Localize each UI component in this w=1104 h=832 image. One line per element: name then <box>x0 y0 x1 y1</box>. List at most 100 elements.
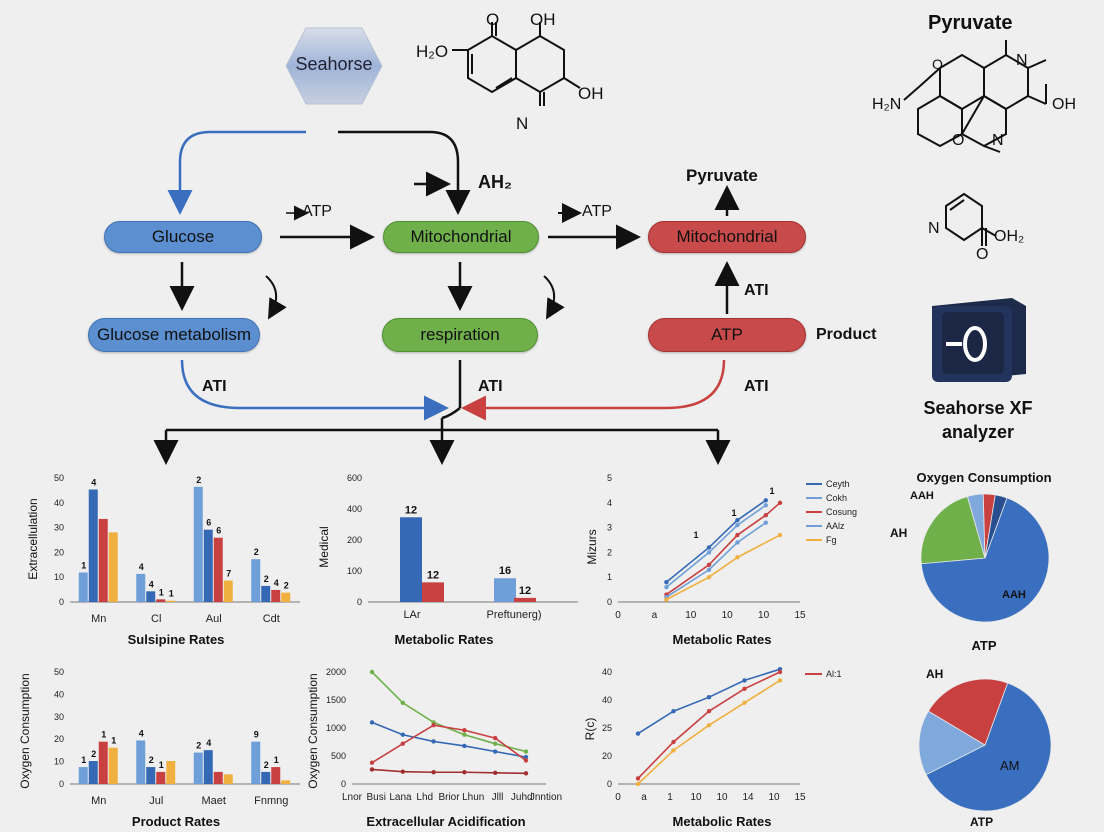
c3-point <box>706 567 712 572</box>
c3-point <box>777 532 783 538</box>
c5-xtick: Busi <box>367 792 386 803</box>
c6-ytick: 25 <box>602 723 612 733</box>
c1-bar <box>136 573 146 602</box>
c4-bar-label: 2 <box>196 741 201 751</box>
c5-point <box>523 749 529 754</box>
c1-bar <box>251 559 261 602</box>
c3-point <box>735 532 740 538</box>
c1-bar <box>146 591 156 602</box>
chart-5-title: Extracellular Acidification <box>366 814 526 829</box>
c1-bar <box>223 580 233 602</box>
c4-bar-label: 9 <box>254 730 259 740</box>
c6-point <box>706 723 712 728</box>
c4-ytick: 20 <box>54 734 64 744</box>
c6-ytick: 0 <box>607 779 612 789</box>
c4-bar-label: 1 <box>81 755 86 765</box>
node-mitochondrial-2: Mitochondrial <box>648 221 806 253</box>
seahorse-hex-badge <box>285 27 383 105</box>
c3-point-label: 1 <box>693 530 698 540</box>
label-ati-mid: ATI <box>478 378 503 395</box>
c6-point <box>742 678 747 683</box>
c6-point <box>635 781 641 787</box>
c6-point <box>706 709 712 714</box>
c5-xtick: Lnor <box>342 792 363 803</box>
label-ah2: AH₂ <box>478 172 512 192</box>
c3-point <box>706 550 712 555</box>
c4-bar <box>213 771 223 784</box>
c5-point <box>400 732 405 737</box>
c3-xtick: 10 <box>722 610 734 621</box>
c5-point <box>523 758 529 763</box>
c1-bar-label: 7 <box>226 569 231 579</box>
c1-bar <box>166 600 176 602</box>
molecule-1-structure <box>452 22 581 106</box>
c3-point <box>735 540 740 545</box>
pie-1-title: Oxygen Consumption <box>916 470 1052 485</box>
c3-point <box>664 579 669 585</box>
c6-point <box>777 669 783 675</box>
c6-xtick: a <box>641 792 647 803</box>
c1-bar-label: 4 <box>139 562 144 572</box>
c4-bar <box>281 780 291 784</box>
c2-category-label: LAr <box>403 609 420 621</box>
c6-xtick: 14 <box>742 792 754 803</box>
c6-point <box>706 695 712 700</box>
label-ati-right: ATI <box>744 282 769 299</box>
c1-bar-label: 6 <box>206 518 211 528</box>
c5-point <box>400 741 405 746</box>
c2-category-label: Preftunerg) <box>486 609 541 621</box>
c3-ytick: 2 <box>607 547 612 557</box>
c3-ytick: 4 <box>607 498 612 508</box>
c5-xtick: Juhd <box>511 792 533 803</box>
p1-slice-label: AAH <box>1002 589 1026 601</box>
molecule-2-structure <box>903 40 1047 153</box>
c4-ytick: 50 <box>54 667 64 677</box>
label-ati-left: ATI <box>202 378 227 395</box>
node-respiration: respiration <box>382 318 538 352</box>
c1-bar-label: 4 <box>149 579 154 589</box>
c3-series-line <box>665 504 767 588</box>
c2-bar <box>400 517 422 602</box>
c6-legend-label: Al:1 <box>826 669 842 679</box>
c3-ytick: 3 <box>607 523 612 533</box>
c1-ytick: 40 <box>54 498 64 508</box>
node-atp: ATP <box>648 318 806 352</box>
c3-point-label: 1 <box>769 486 774 496</box>
c3-point <box>735 517 740 523</box>
c1-ytick: 20 <box>54 547 64 557</box>
c3-series-line <box>665 499 767 583</box>
c5-point <box>462 732 467 737</box>
label-pyruvate: Pyruvate <box>686 166 758 185</box>
c6-xtick: 10 <box>768 792 780 803</box>
c2-bar-label: 12 <box>405 504 417 516</box>
label-atp-arrow-1: →ATP <box>286 203 332 220</box>
seahorse-device-icon <box>932 298 1026 382</box>
c5-point <box>462 743 467 749</box>
c3-xtick: 15 <box>794 610 806 621</box>
c3-point <box>706 562 712 567</box>
c5-xtick: Lana <box>389 792 412 803</box>
c5-point <box>400 700 405 705</box>
c4-category-label: Mn <box>91 795 106 807</box>
c4-bar <box>271 767 281 784</box>
c5-point <box>369 760 375 765</box>
chart-2-ylabel: Medical <box>317 526 331 568</box>
c5-point <box>431 723 436 728</box>
c6-xtick: 15 <box>794 792 806 803</box>
c6-point <box>777 678 783 683</box>
c5-point <box>462 728 467 733</box>
c4-bar <box>261 771 271 784</box>
molecule-3-structure <box>945 192 997 246</box>
c3-legend-label: Ceyth <box>826 479 850 489</box>
c2-bar <box>514 597 536 602</box>
c4-bar <box>156 771 166 784</box>
c1-bar-label: 2 <box>264 574 269 584</box>
node-glucose-metabolism: Glucose metabolism <box>88 318 260 352</box>
c5-ytick: 0 <box>341 779 346 789</box>
c5-ytick: 1000 <box>326 723 346 733</box>
p1-slice <box>984 494 1008 559</box>
c2-bar-label: 16 <box>499 565 511 577</box>
c6-ytick: 40 <box>602 695 612 705</box>
c3-legend-label: AAlz <box>826 521 845 531</box>
c2-bar <box>422 582 444 602</box>
